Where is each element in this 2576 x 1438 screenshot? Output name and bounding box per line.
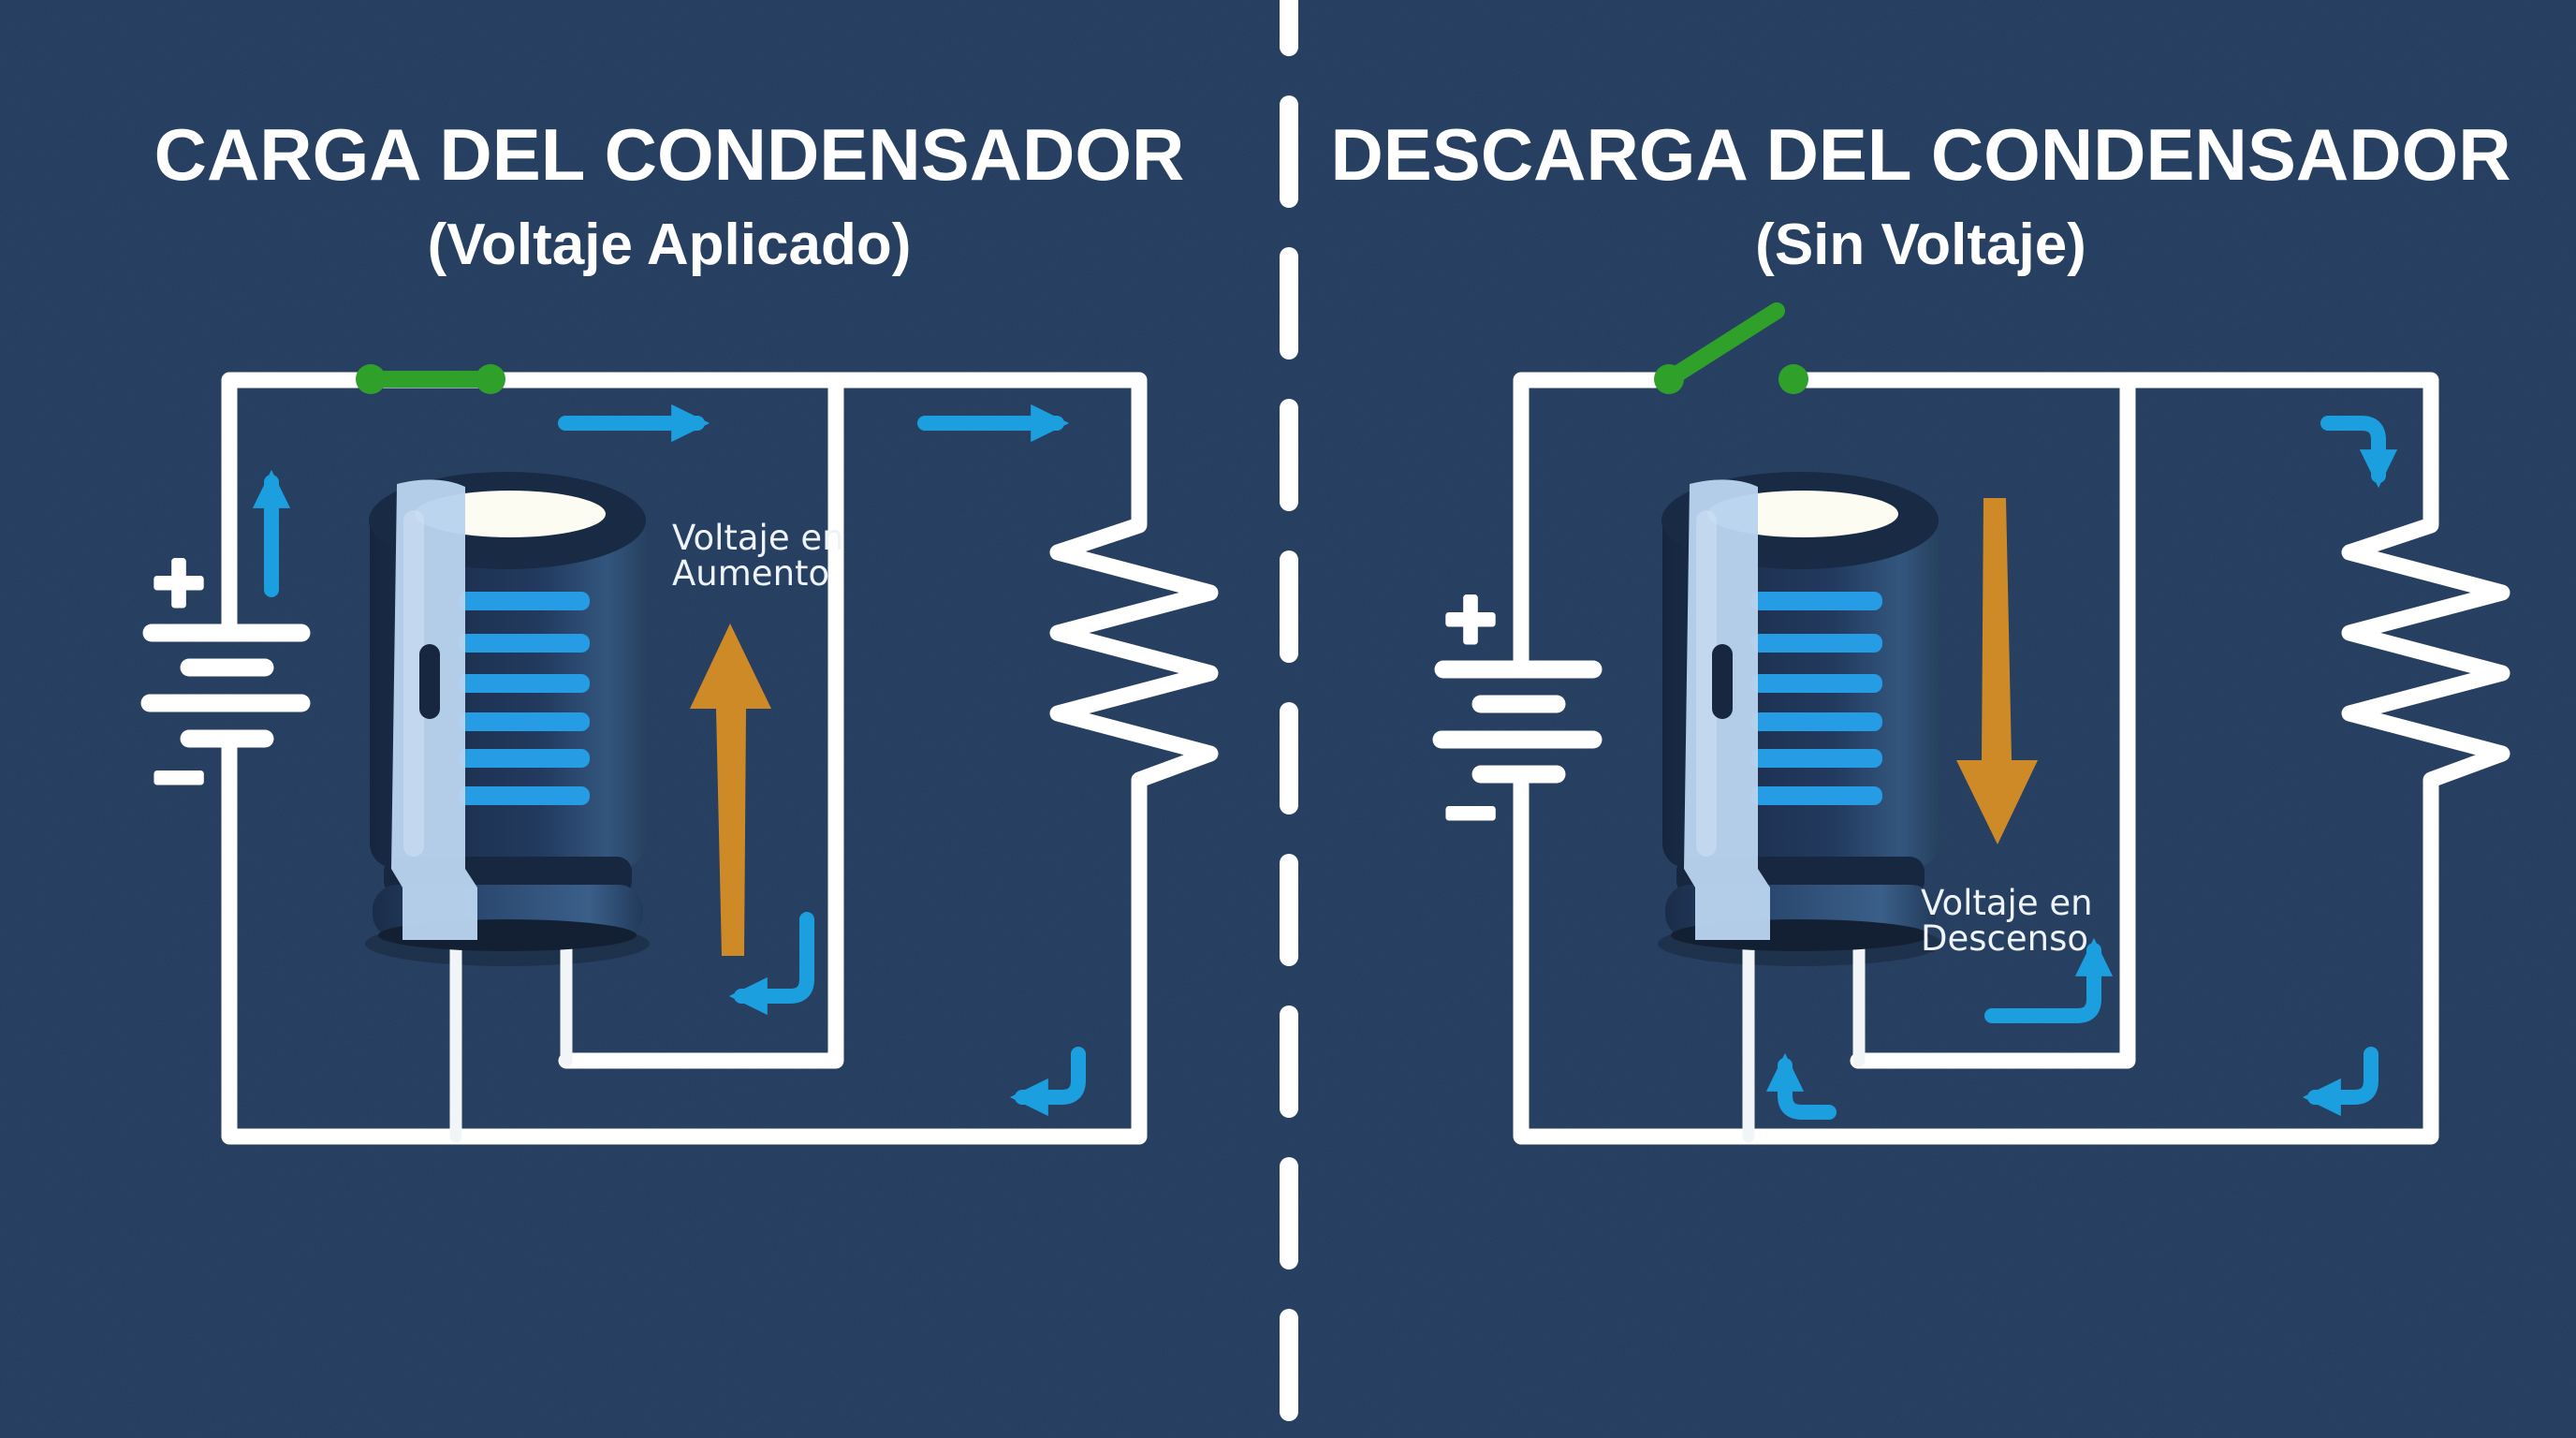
- inner-loop-wire: [1850, 372, 2136, 1069]
- voltage-falling-arrow-icon: [1956, 498, 2038, 844]
- label-line-1: Voltaje en: [1921, 883, 2093, 923]
- right-panel: DESCARGA DEL CONDENSADOR (Sin Voltaje) +…: [1330, 113, 2511, 1145]
- battery-negative-symbol: −: [150, 736, 208, 816]
- page-title: DESCARGA DEL CONDENSADOR: [1330, 113, 2510, 196]
- battery-icon: + −: [1432, 575, 1603, 856]
- left-panel: CARGA DEL CONDENSADOR (Voltaje Aplicado)…: [140, 113, 1219, 1145]
- current-arrow-elbow-down-icon: [2320, 416, 2398, 489]
- label-line-2: Aumento: [672, 553, 829, 594]
- current-arrow-elbow-left-icon: [1009, 1047, 1086, 1117]
- page-subtitle: (Sin Voltaje): [1755, 213, 2086, 277]
- battery-positive-symbol: +: [150, 541, 208, 622]
- circuit-wire: [221, 372, 1219, 1145]
- circuit-wire: [1513, 372, 2510, 1145]
- battery-positive-symbol: +: [1442, 578, 1500, 658]
- page-subtitle: (Voltaje Aplicado): [428, 213, 912, 277]
- discharging-circuit: + − Voltaje en Descenso: [1432, 302, 2510, 1145]
- battery-negative-symbol: −: [1442, 771, 1500, 852]
- label-line-2: Descenso: [1921, 918, 2088, 959]
- label-line-1: Voltaje en: [672, 518, 844, 558]
- inner-loop-wire: [558, 372, 844, 1069]
- capacitor-voltage-label: Voltaje en Descenso: [1921, 883, 2093, 959]
- charging-circuit: + − Voltaje en Aumento: [140, 364, 1219, 1145]
- battery-icon: + −: [140, 538, 311, 820]
- switch-open-icon: [1654, 302, 1808, 394]
- current-flow-arrows: [1765, 416, 2398, 1120]
- current-arrow-elbow-left-icon: [728, 912, 814, 1016]
- voltage-rising-arrow-icon: [690, 624, 771, 956]
- switch-closed-icon: [356, 364, 505, 394]
- current-arrow-elbow-left-icon: [2302, 1047, 2378, 1117]
- current-flow-arrows: [252, 404, 1086, 1117]
- current-arrow-elbow-up-icon: [1765, 1052, 1837, 1120]
- current-arrow-elbow-up-icon: [1984, 937, 2114, 1023]
- capacitor-voltage-label: Voltaje en Aumento: [672, 518, 844, 594]
- page-title: CARGA DEL CONDENSADOR: [154, 113, 1185, 196]
